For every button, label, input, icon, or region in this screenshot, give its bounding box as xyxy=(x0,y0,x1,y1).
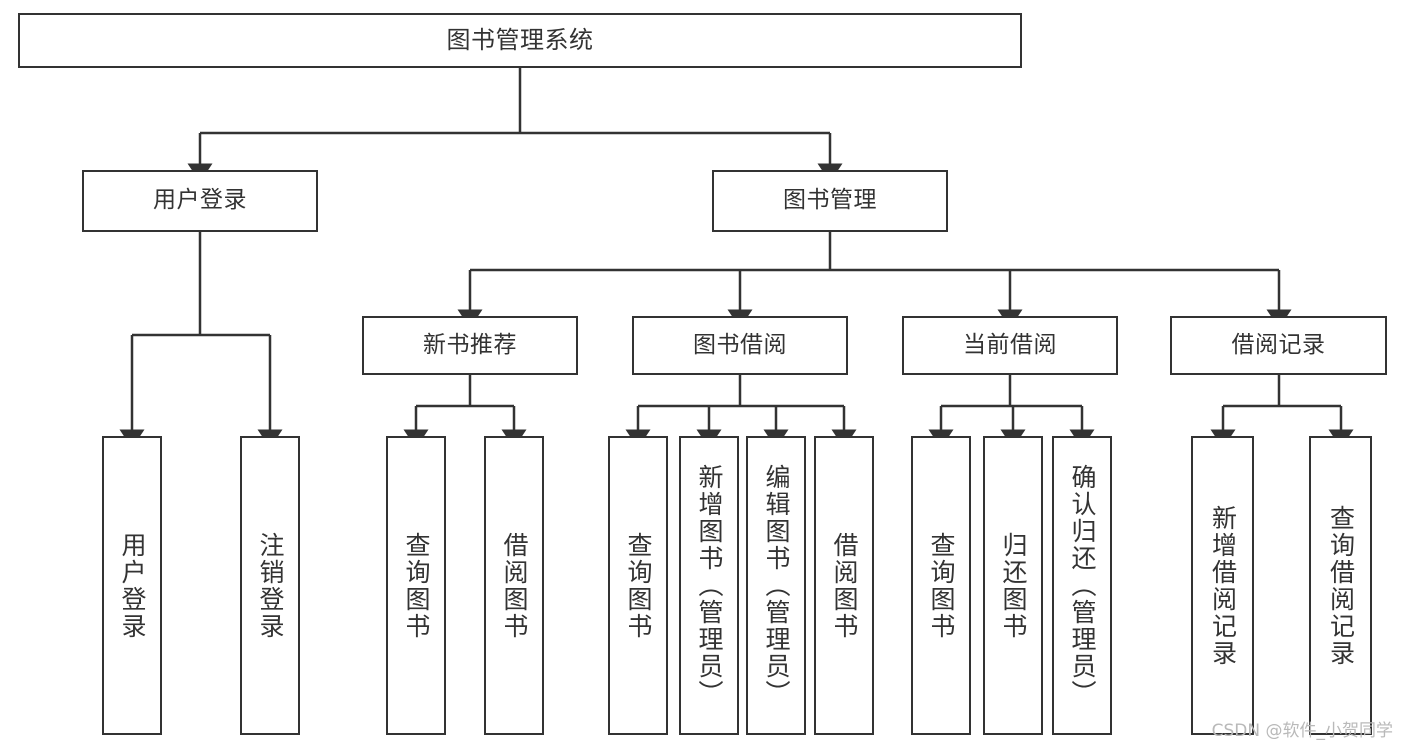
node-current: 当前借阅 xyxy=(902,316,1118,375)
node-l_login: 用户登录 xyxy=(102,436,162,735)
node-label-l_query2: 查询图书 xyxy=(624,531,653,640)
node-l_add: 新增图书（管理员） xyxy=(679,436,739,735)
node-label-l_query3: 查询图书 xyxy=(927,531,956,640)
node-bookmgmt: 图书管理 xyxy=(712,170,948,232)
node-l_borrow2: 借阅图书 xyxy=(814,436,874,735)
node-newbook: 新书推荐 xyxy=(362,316,578,375)
node-l_edit: 编辑图书（管理员） xyxy=(746,436,806,735)
node-l_query3: 查询图书 xyxy=(911,436,971,735)
node-label-l_borrow2: 借阅图书 xyxy=(830,531,859,640)
node-l_return: 归还图书 xyxy=(983,436,1043,735)
node-label-l_edit: 编辑图书（管理员） xyxy=(762,464,791,707)
node-label-l_query1: 查询图书 xyxy=(402,531,431,640)
node-label-records: 借阅记录 xyxy=(1231,331,1326,358)
node-l_query1: 查询图书 xyxy=(386,436,446,735)
node-label-l_add: 新增图书（管理员） xyxy=(695,464,724,707)
node-l_confirm: 确认归还（管理员） xyxy=(1052,436,1112,735)
node-l_addrec: 新增借阅记录 xyxy=(1191,436,1254,735)
node-label-newbook: 新书推荐 xyxy=(423,331,517,358)
node-records: 借阅记录 xyxy=(1170,316,1387,375)
node-label-l_return: 归还图书 xyxy=(999,531,1028,640)
node-label-l_addrec: 新增借阅记录 xyxy=(1208,504,1238,667)
node-label-login: 用户登录 xyxy=(153,187,247,214)
node-l_query2: 查询图书 xyxy=(608,436,668,735)
node-label-bookmgmt: 图书管理 xyxy=(783,187,877,214)
node-l_queryrec: 查询借阅记录 xyxy=(1309,436,1372,735)
node-l_logout: 注销登录 xyxy=(240,436,300,735)
node-label-l_confirm: 确认归还（管理员） xyxy=(1068,464,1097,707)
node-l_borrow1: 借阅图书 xyxy=(484,436,544,735)
node-borrow: 图书借阅 xyxy=(632,316,848,375)
node-label-l_queryrec: 查询借阅记录 xyxy=(1326,504,1356,667)
node-login: 用户登录 xyxy=(82,170,318,232)
node-label-current: 当前借阅 xyxy=(963,331,1057,358)
csdn-watermark: CSDN @软件_小贺同学 xyxy=(1211,721,1393,741)
node-label-l_borrow1: 借阅图书 xyxy=(500,531,529,640)
node-label-l_logout: 注销登录 xyxy=(256,531,285,640)
node-label-root: 图书管理系统 xyxy=(446,26,594,55)
node-label-l_login: 用户登录 xyxy=(118,531,147,640)
node-root: 图书管理系统 xyxy=(18,13,1022,68)
node-label-borrow: 图书借阅 xyxy=(693,331,787,358)
